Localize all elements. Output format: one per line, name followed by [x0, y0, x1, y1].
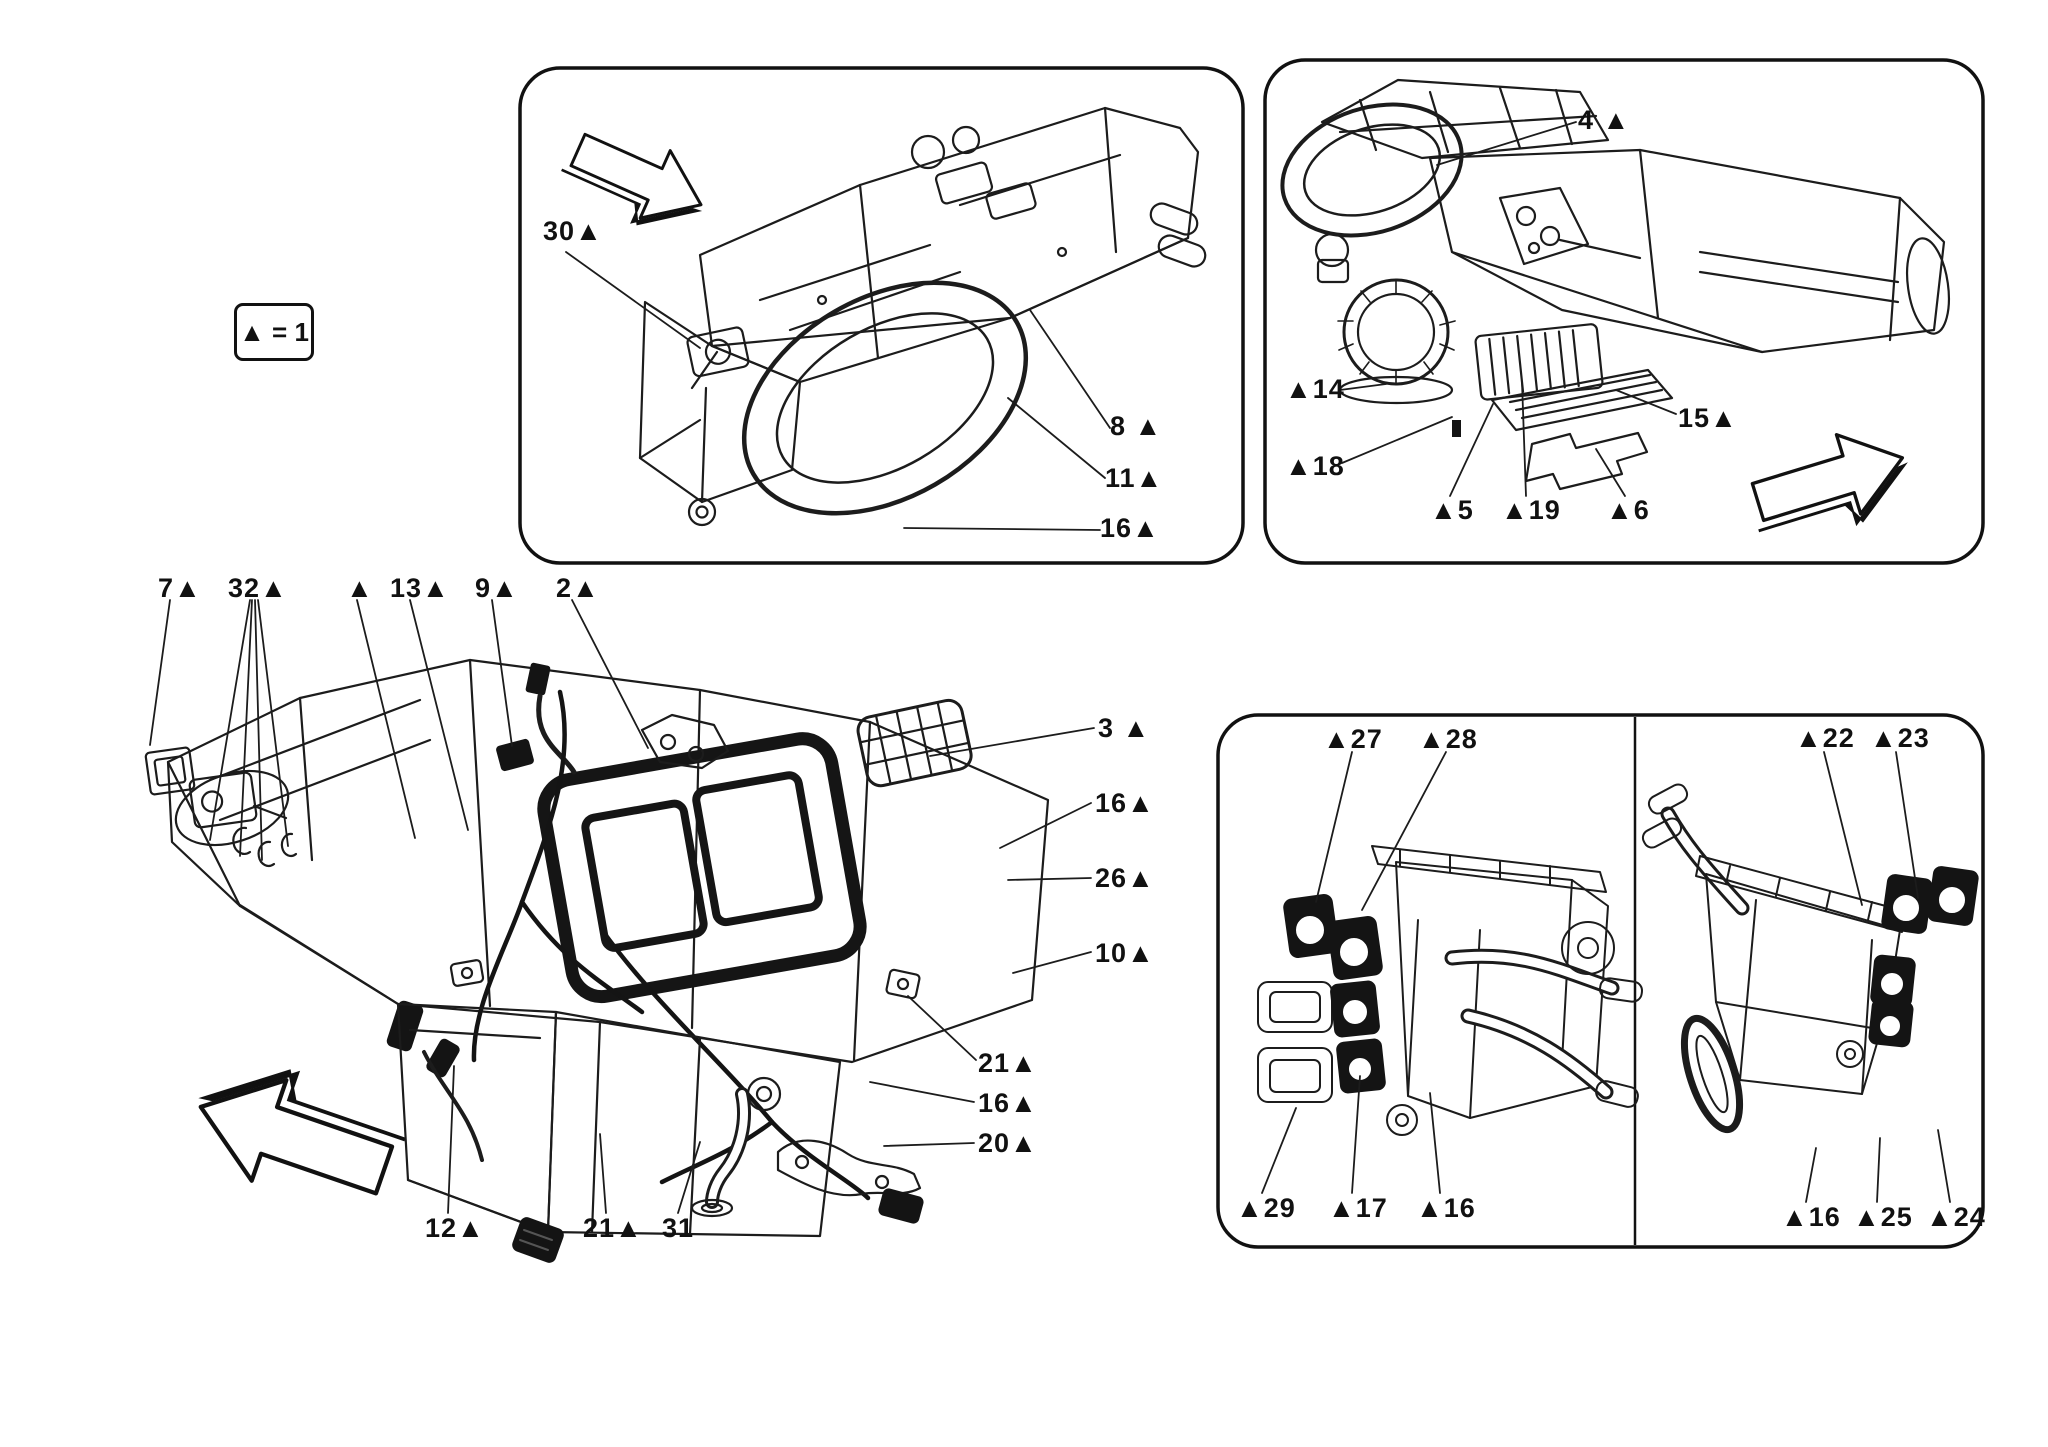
callout-10: 10▲: [1095, 938, 1155, 968]
callout-28: ▲28: [1418, 724, 1478, 754]
top-right-drawing: [1280, 78, 1951, 497]
callout-6: ▲6: [1606, 495, 1650, 525]
callout-16-topleft: 16▲: [1100, 513, 1160, 543]
callout-27: ▲27: [1323, 724, 1383, 754]
callout-13: 13▲: [390, 573, 450, 603]
bottom-right-panel: [1216, 713, 1985, 1249]
callout-25: ▲25: [1853, 1202, 1913, 1232]
callout-16-main-b: 16▲: [978, 1088, 1038, 1118]
callout-26: 26▲: [1095, 863, 1155, 893]
callout-17: ▲17: [1328, 1193, 1388, 1223]
callout-23: ▲23: [1870, 723, 1930, 753]
callout-29: ▲29: [1236, 1193, 1296, 1223]
callout-16-main-a: 16▲: [1095, 788, 1155, 818]
callout-14: ▲14: [1285, 374, 1345, 404]
callout-15: 15▲: [1678, 403, 1738, 433]
callout-2: 2▲: [556, 573, 600, 603]
callout-18: ▲18: [1285, 451, 1345, 481]
callout-20: 20▲: [978, 1128, 1038, 1158]
legend-text: ▲ = 1: [239, 316, 309, 347]
bottom-right-left-drawing: [1257, 751, 1644, 1194]
top-right-panel: [1263, 58, 1985, 565]
callout-22: ▲22: [1795, 723, 1855, 753]
callout-7: 7▲: [158, 573, 202, 603]
main-drawing: [144, 599, 1095, 1263]
callout-9: 9▲: [475, 573, 519, 603]
callout-21-b: 21▲: [583, 1213, 643, 1243]
callout-32: 32▲: [228, 573, 288, 603]
callout-8: 8 ▲: [1110, 411, 1163, 441]
callout-5: ▲5: [1430, 495, 1474, 525]
top-left-panel: [518, 66, 1245, 565]
callout-16-br-left: ▲16: [1416, 1193, 1476, 1223]
direction-arrow-icon: [183, 1047, 412, 1223]
callout-16-br-right: ▲16: [1781, 1202, 1841, 1232]
callout-21-a: 21▲: [978, 1048, 1038, 1078]
callout-12: 12▲: [425, 1213, 485, 1243]
callout-30: 30▲: [543, 216, 603, 246]
callout-11: 11▲: [1105, 463, 1164, 493]
callout-24: ▲24: [1926, 1202, 1986, 1232]
top-left-drawing: [565, 106, 1207, 531]
bottom-right-right-drawing: [1641, 751, 1979, 1203]
callout-triangle: ▲: [346, 573, 374, 603]
callout-4: 4 ▲: [1578, 105, 1631, 135]
direction-arrow-icon: [1737, 416, 1919, 554]
callout-31: 31: [662, 1213, 695, 1243]
callout-3: 3 ▲: [1098, 713, 1151, 743]
callout-19: ▲19: [1501, 495, 1561, 525]
legend-box: ▲ = 1: [234, 303, 314, 361]
